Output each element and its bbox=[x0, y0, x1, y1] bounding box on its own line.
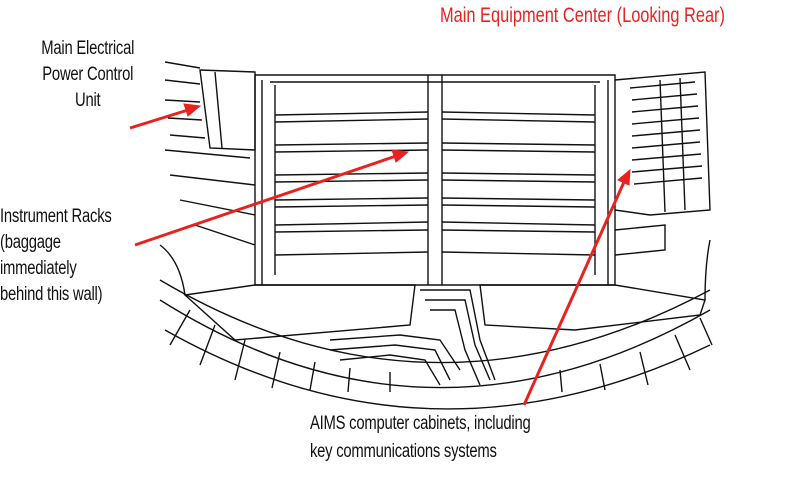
label-power-unit: Main Electrical Power Control Unit bbox=[30, 36, 145, 114]
label-line: Unit bbox=[75, 90, 101, 111]
label-line: Main Electrical bbox=[41, 38, 135, 59]
label-aims: AIMS computer cabinets, including key co… bbox=[310, 410, 531, 466]
annotation-arrows bbox=[129, 103, 631, 406]
arrow-power-unit bbox=[129, 108, 189, 130]
shelves bbox=[274, 111, 596, 256]
label-line: AIMS computer cabinets, including bbox=[310, 413, 531, 434]
label-instrument-racks: Instrument Racks (baggage immediately be… bbox=[0, 204, 112, 308]
arrow-aims bbox=[522, 181, 626, 406]
label-line: Power Control bbox=[42, 64, 134, 85]
label-line: (baggage bbox=[0, 232, 61, 253]
label-line: behind this wall) bbox=[0, 284, 103, 305]
diagram-title: Main Equipment Center (Looking Rear) bbox=[440, 4, 725, 27]
arrow-instrument-racks bbox=[134, 154, 397, 247]
label-line: key communications systems bbox=[310, 441, 497, 462]
floor-ribs bbox=[169, 309, 713, 393]
label-line: immediately bbox=[0, 258, 77, 279]
label-line: Instrument Racks bbox=[0, 206, 112, 227]
line-drawing bbox=[159, 61, 713, 410]
